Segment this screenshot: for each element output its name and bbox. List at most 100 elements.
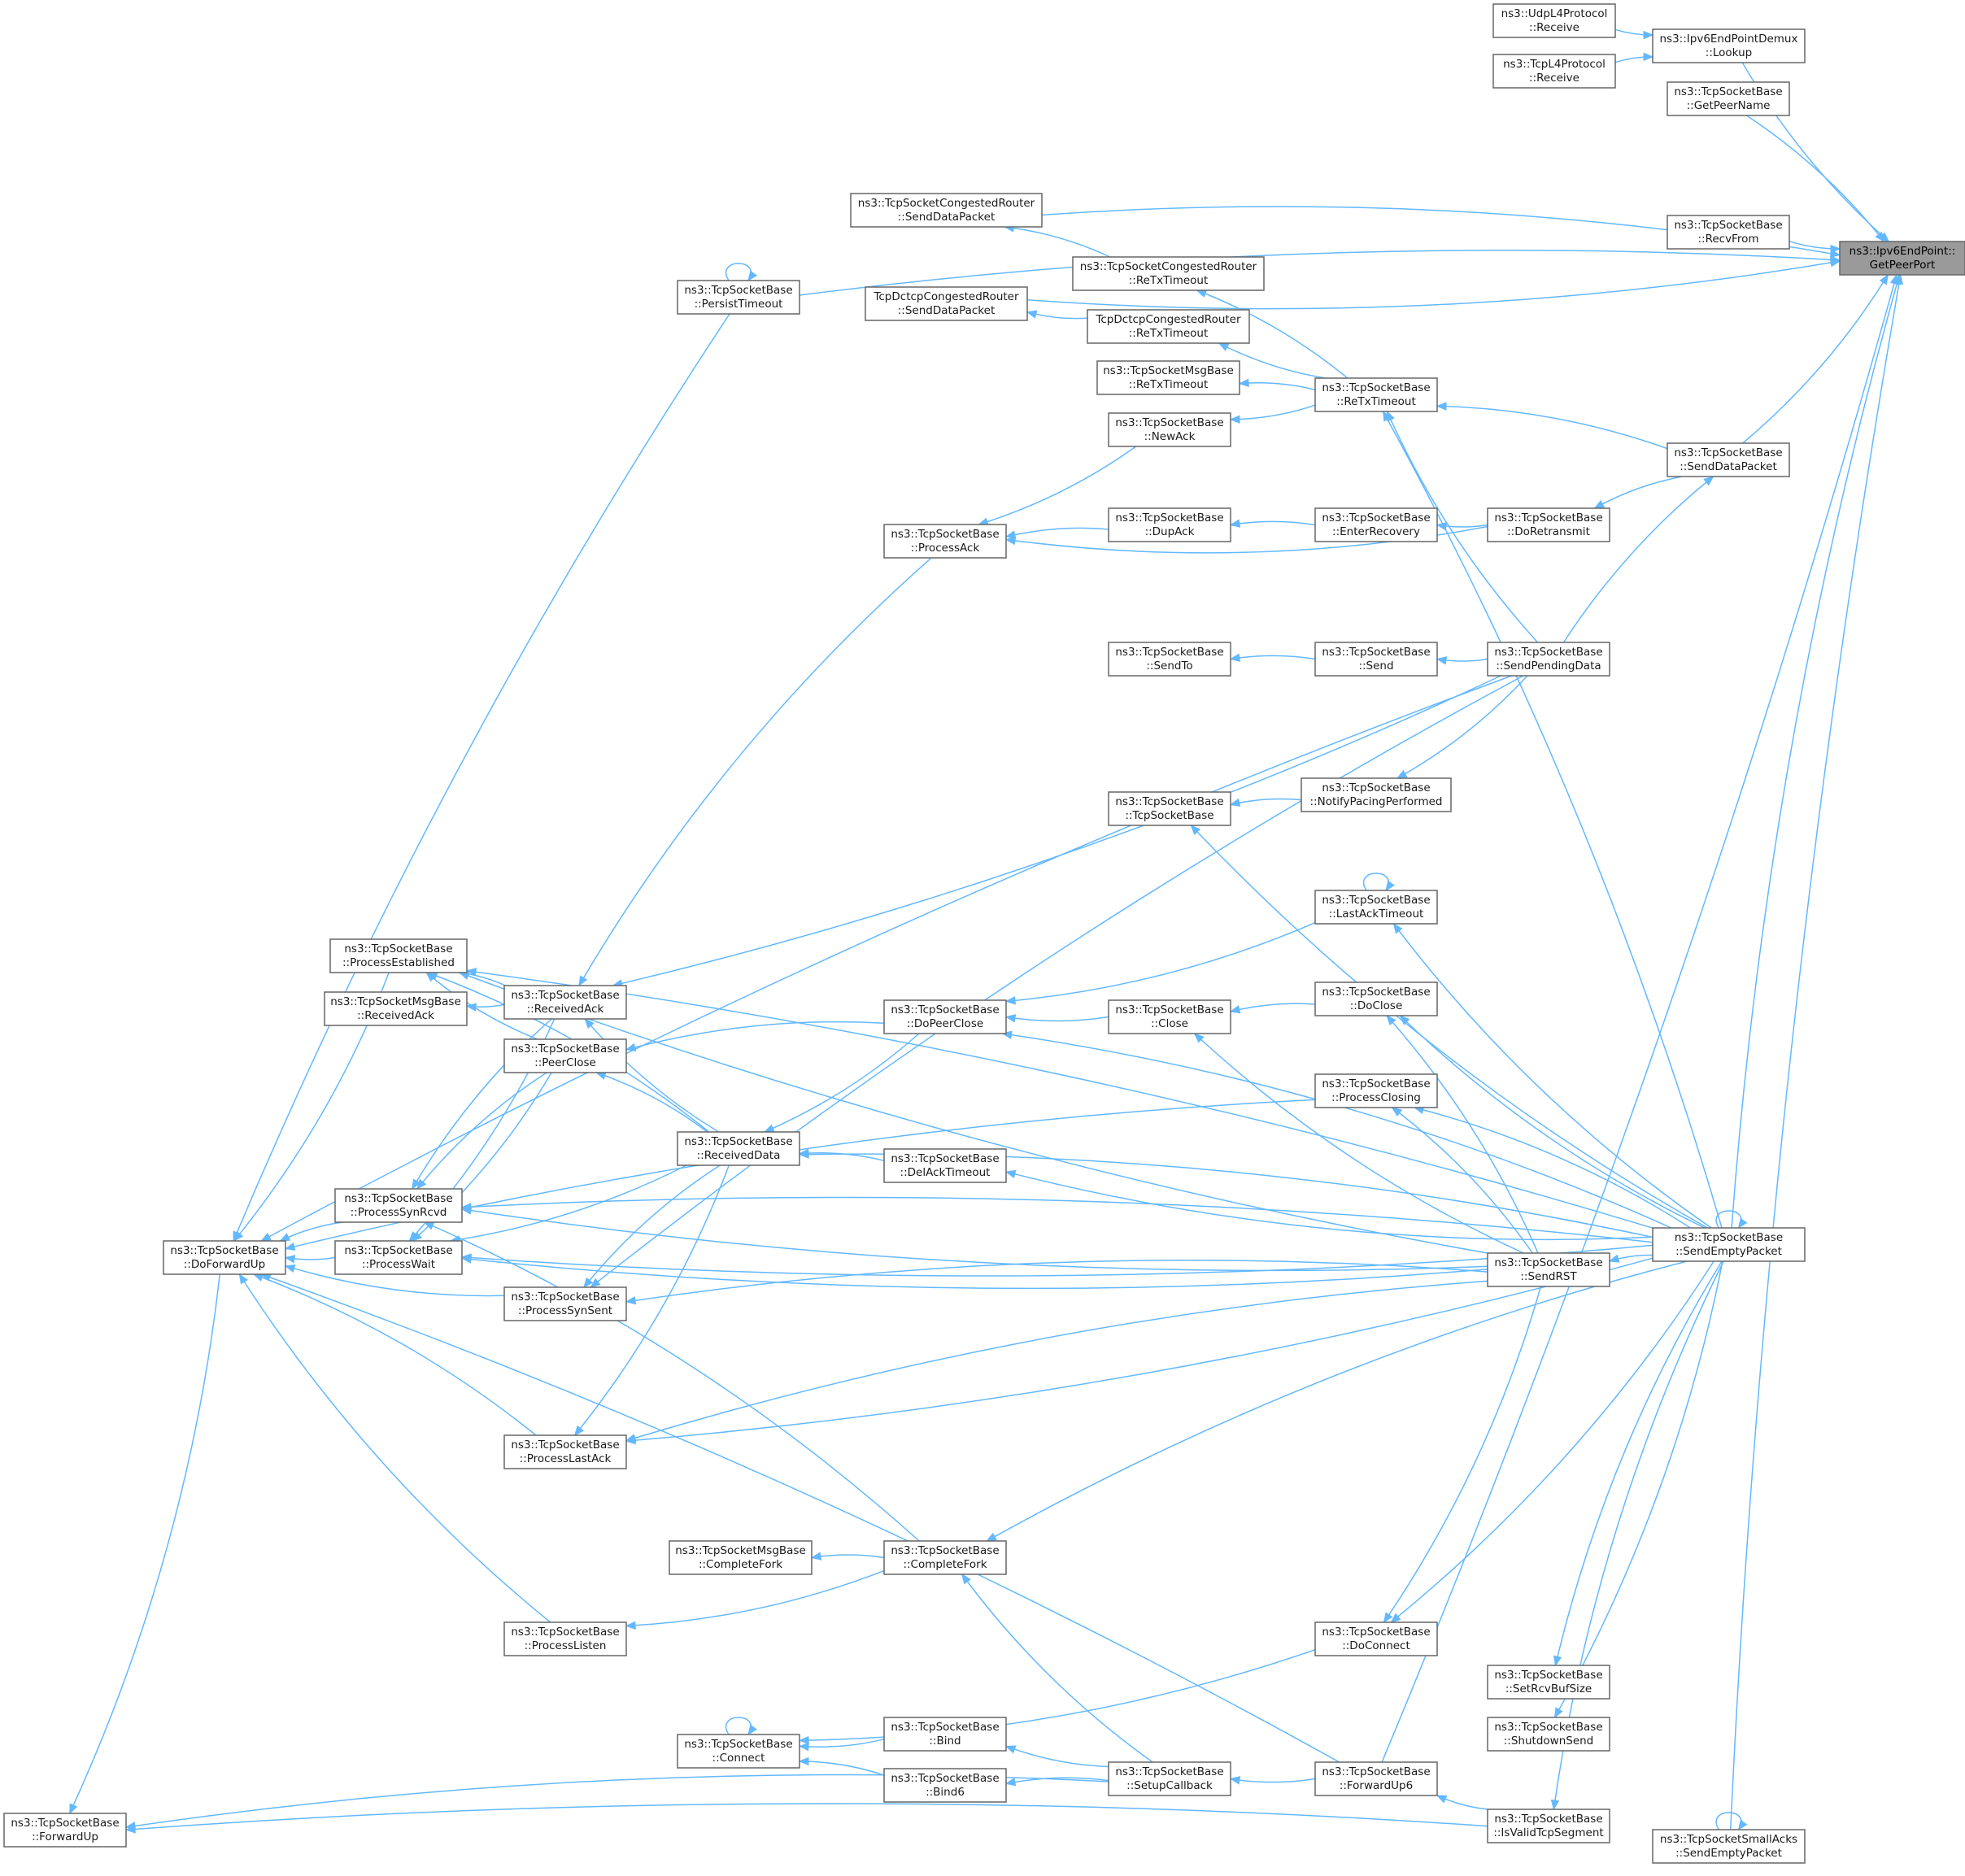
edge-arrowhead xyxy=(986,1532,997,1542)
node-peerClose[interactable]: ns3::TcpSocketBase::PeerClose xyxy=(503,1038,627,1073)
node-demuxLookup[interactable]: ns3::Ipv6EndPointDemux::Lookup xyxy=(1652,28,1806,63)
edge-arrowhead xyxy=(1436,522,1448,531)
edge-newAck-to-procAck xyxy=(978,446,1137,525)
node-bind[interactable]: ns3::TcpSocketBase::Bind xyxy=(883,1717,1007,1752)
node-box xyxy=(865,286,1028,321)
node-label-line2: ::ProcessEstablished xyxy=(342,956,455,969)
node-crSendData[interactable]: ns3::TcpSocketCongestedRouter::SendDataP… xyxy=(850,193,1043,228)
node-crReTx[interactable]: ns3::TcpSocketCongestedRouter::ReTxTimeo… xyxy=(1072,256,1265,291)
node-shutdownSend[interactable]: ns3::TcpSocketBase::ShutdownSend xyxy=(1487,1717,1610,1752)
node-procAck[interactable]: ns3::TcpSocketBase::ProcessAck xyxy=(883,524,1007,559)
node-procEst[interactable]: ns3::TcpSocketBase::ProcessEstablished xyxy=(329,938,468,973)
edge-sendEmpty-to-procEst xyxy=(466,969,1653,1229)
edge-arrowhead xyxy=(798,1756,809,1766)
node-label-line1: ns3::Ipv6EndPointDemux xyxy=(1660,33,1798,46)
node-send[interactable]: ns3::TcpSocketBase::Send xyxy=(1314,642,1438,677)
node-root[interactable]: ns3::Ipv6EndPoint::GetPeerPort xyxy=(1839,241,1965,276)
node-label-line1: ns3::TcpSocketBase xyxy=(891,1772,999,1785)
node-isValid[interactable]: ns3::TcpSocketBase::IsValidTcpSegment xyxy=(1487,1809,1610,1843)
node-label-line2: ::DoClose xyxy=(1350,999,1403,1012)
node-sendPending[interactable]: ns3::TcpSocketBase::SendPendingData xyxy=(1487,642,1610,677)
node-label-line2: ::DelAckTimeout xyxy=(900,1166,991,1179)
node-msgRecvAck[interactable]: ns3::TcpSocketMsgBase::ReceivedAck xyxy=(324,991,468,1026)
node-recvAck[interactable]: ns3::TcpSocketBase::ReceivedAck xyxy=(503,985,627,1020)
node-reTx[interactable]: ns3::TcpSocketBase::ReTxTimeout xyxy=(1314,377,1438,412)
node-label-line2: ::ReTxTimeout xyxy=(1129,327,1209,340)
node-setRcvBuf[interactable]: ns3::TcpSocketBase::SetRcvBufSize xyxy=(1487,1665,1610,1700)
node-label-line2: ::PersistTimeout xyxy=(695,298,783,311)
node-doPeerClose[interactable]: ns3::TcpSocketBase::DoPeerClose xyxy=(883,999,1007,1034)
node-sendTo[interactable]: ns3::TcpSocketBase::SendTo xyxy=(1108,642,1231,677)
node-sendRST[interactable]: ns3::TcpSocketBase::SendRST xyxy=(1487,1252,1610,1287)
node-lastAckTO[interactable]: ns3::TcpSocketBase::LastAckTimeout xyxy=(1314,890,1438,925)
node-recvFrom[interactable]: ns3::TcpSocketBase::RecvFrom xyxy=(1667,215,1790,250)
node-doFwdUp[interactable]: ns3::TcpSocketBase::DoForwardUp xyxy=(163,1240,286,1275)
node-procListen[interactable]: ns3::TcpSocketBase::ProcessListen xyxy=(503,1621,627,1656)
edge-arrowhead xyxy=(1229,519,1241,528)
node-label-line2: ::ForwardUp6 xyxy=(1340,1779,1413,1792)
node-dupAck[interactable]: ns3::TcpSocketBase::DupAck xyxy=(1108,507,1231,542)
node-delAckTO[interactable]: ns3::TcpSocketBase::DelAckTimeout xyxy=(883,1148,1007,1183)
node-fwdUp[interactable]: ns3::TcpSocketBase::ForwardUp xyxy=(3,1813,127,1848)
node-ctor[interactable]: ns3::TcpSocketBase::TcpSocketBase xyxy=(1108,791,1231,826)
edge-sendPending-to-doFwdUp xyxy=(260,675,1512,1242)
node-procSynRcvd[interactable]: ns3::TcpSocketBase::ProcessSynRcvd xyxy=(334,1188,463,1223)
node-label-line2: ::CompleteFork xyxy=(903,1558,987,1571)
node-box xyxy=(883,999,1007,1034)
node-box xyxy=(883,1717,1007,1752)
node-procWait[interactable]: ns3::TcpSocketBase::ProcessWait xyxy=(334,1240,463,1275)
edge-sendEmpty-to-shutdownSend xyxy=(1553,1260,1723,1718)
edge-arrowhead xyxy=(1386,1015,1396,1026)
node-fwdUp6[interactable]: ns3::TcpSocketBase::ForwardUp6 xyxy=(1314,1761,1438,1796)
node-sendEmpty[interactable]: ns3::TcpSocketBase::SendEmptyPacket xyxy=(1652,1227,1806,1262)
node-procSynSent[interactable]: ns3::TcpSocketBase::ProcessSynSent xyxy=(503,1286,627,1321)
node-label-line2: ::Bind6 xyxy=(926,1786,965,1799)
edge-doConnect-to-connect xyxy=(799,1648,1316,1742)
node-label-line1: ns3::TcpSocketBase xyxy=(1674,85,1782,98)
edge-arrowhead xyxy=(124,1825,136,1834)
node-connect[interactable]: ns3::TcpSocketBase::Connect xyxy=(677,1734,800,1769)
node-enterRec[interactable]: ns3::TcpSocketBase::EnterRecovery xyxy=(1314,507,1438,542)
node-procClosing[interactable]: ns3::TcpSocketBase::ProcessClosing xyxy=(1314,1073,1438,1108)
node-box xyxy=(1108,642,1231,677)
node-doClose[interactable]: ns3::TcpSocketBase::DoClose xyxy=(1314,982,1438,1016)
node-msgCompleteFork[interactable]: ns3::TcpSocketMsgBase::CompleteFork xyxy=(669,1540,813,1575)
node-box xyxy=(503,1434,627,1469)
node-msgReTx[interactable]: ns3::TcpSocketMsgBase::ReTxTimeout xyxy=(1096,360,1240,395)
node-smallAcks[interactable]: ns3::TcpSocketSmallAcks::SendEmptyPacket xyxy=(1652,1829,1806,1864)
node-label-line1: ns3::TcpSocketBase xyxy=(1322,1765,1430,1778)
node-label-line1: ns3::TcpSocketBase xyxy=(891,1721,999,1734)
node-procLastAck[interactable]: ns3::TcpSocketBase::ProcessLastAck xyxy=(503,1434,627,1469)
node-persist[interactable]: ns3::TcpSocketBase::PersistTimeout xyxy=(677,280,800,315)
edge-arrowhead xyxy=(1004,1014,1017,1023)
edge-arrowhead xyxy=(798,1742,809,1752)
node-recvData[interactable]: ns3::TcpSocketBase::ReceivedData xyxy=(677,1131,800,1166)
edge-persist-to-root xyxy=(799,249,1841,296)
node-notifyPacing[interactable]: ns3::TcpSocketBase::NotifyPacingPerforme… xyxy=(1301,777,1452,812)
node-label-line2: ::SendPendingData xyxy=(1496,659,1601,672)
edge-completeFork-to-msgCompleteFork xyxy=(811,1554,885,1559)
edge-arrowhead xyxy=(412,1178,421,1190)
node-sendDataPkt[interactable]: ns3::TcpSocketBase::SendDataPacket xyxy=(1667,442,1790,477)
node-tcpL4Recv[interactable]: ns3::TcpL4Protocol::Receive xyxy=(1492,54,1616,89)
node-label-line1: ns3::TcpSocketBase xyxy=(1115,646,1223,659)
node-completeFork[interactable]: ns3::TcpSocketBase::CompleteFork xyxy=(883,1540,1007,1575)
edge-sendEmpty-to-procWait xyxy=(461,1244,1653,1277)
node-label-line1: ns3::TcpSocketBase xyxy=(684,1135,792,1148)
node-getPeerName[interactable]: ns3::TcpSocketBase::GetPeerName xyxy=(1667,81,1790,116)
node-udpRecv[interactable]: ns3::UdpL4Protocol::Receive xyxy=(1492,3,1616,38)
edge-arrowhead xyxy=(1553,1655,1562,1667)
edge-connect-to-connect xyxy=(725,1717,752,1735)
node-close[interactable]: ns3::TcpSocketBase::Close xyxy=(1108,999,1231,1034)
node-box xyxy=(329,938,468,973)
node-doConnect[interactable]: ns3::TcpSocketBase::DoConnect xyxy=(1314,1621,1438,1656)
node-label-line2: ::LastAckTimeout xyxy=(1329,908,1424,921)
node-bind6[interactable]: ns3::TcpSocketBase::Bind6 xyxy=(883,1768,1007,1803)
node-doRetx[interactable]: ns3::TcpSocketBase::DoRetransmit xyxy=(1487,507,1610,542)
edge-arrowhead xyxy=(625,1042,637,1051)
node-dctcpSendData[interactable]: TcpDctcpCongestedRouter::SendDataPacket xyxy=(865,286,1028,321)
node-box xyxy=(1667,81,1790,116)
node-setupCb[interactable]: ns3::TcpSocketBase::SetupCallback xyxy=(1108,1761,1231,1796)
node-dctcpReTx[interactable]: TcpDctcpCongestedRouter::ReTxTimeout xyxy=(1087,309,1250,344)
node-newAck[interactable]: ns3::TcpSocketBase::NewAck xyxy=(1108,412,1231,447)
